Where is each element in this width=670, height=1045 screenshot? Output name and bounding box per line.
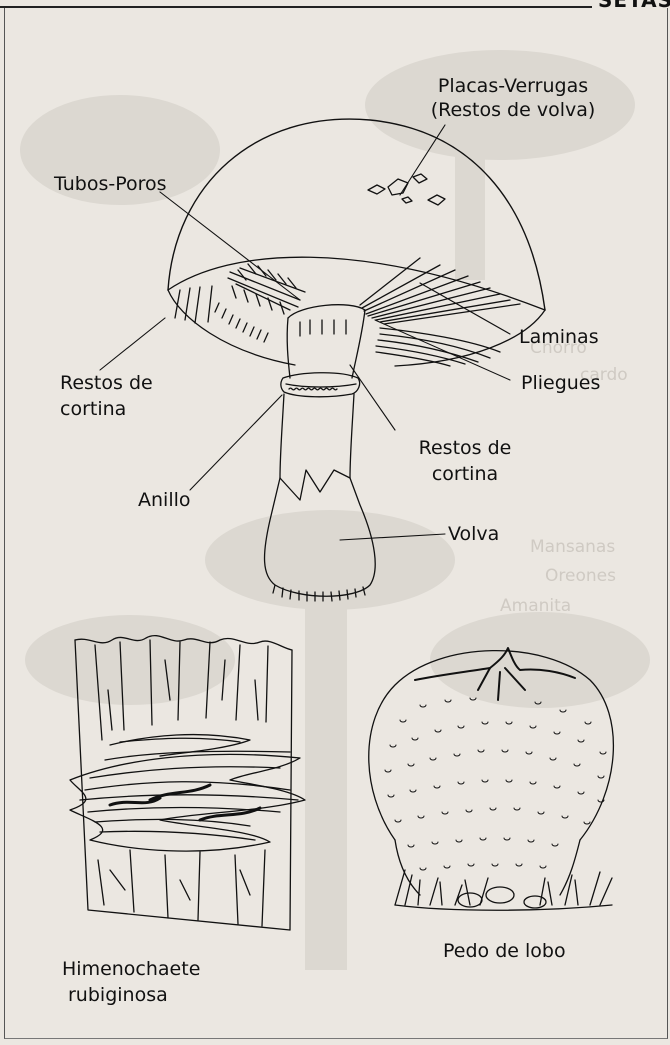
label-pliegues: Pliegues (521, 371, 600, 395)
label-restos-cortina-left-2: cortina (60, 397, 126, 421)
label-placas-verrugas: Placas-Verrugas (398, 74, 628, 98)
label-anillo: Anillo (138, 488, 191, 512)
mushroom-stem (265, 305, 376, 601)
label-restos-cortina-right-2: cortina (395, 462, 535, 486)
caption-pedo-de-lobo: Pedo de lobo (443, 939, 566, 963)
himenochaete-illustration (70, 636, 305, 930)
label-restos-volva: (Restos de volva) (398, 98, 628, 122)
label-restos-cortina-left-1: Restos de (60, 371, 153, 395)
gills-pliegues (376, 328, 500, 366)
gills-laminas (360, 258, 520, 324)
pedo-de-lobo-illustration (369, 648, 614, 910)
caption-himenochaete-line1: Himenochaete (62, 957, 200, 981)
mushroom-cap (168, 119, 545, 366)
label-restos-cortina-right-1: Restos de (395, 436, 535, 460)
label-laminas: Laminas (519, 325, 599, 349)
label-tubos-poros: Tubos-Poros (54, 172, 167, 196)
caption-himenochaete-line2: rubiginosa (68, 983, 168, 1007)
label-volva: Volva (448, 522, 499, 546)
